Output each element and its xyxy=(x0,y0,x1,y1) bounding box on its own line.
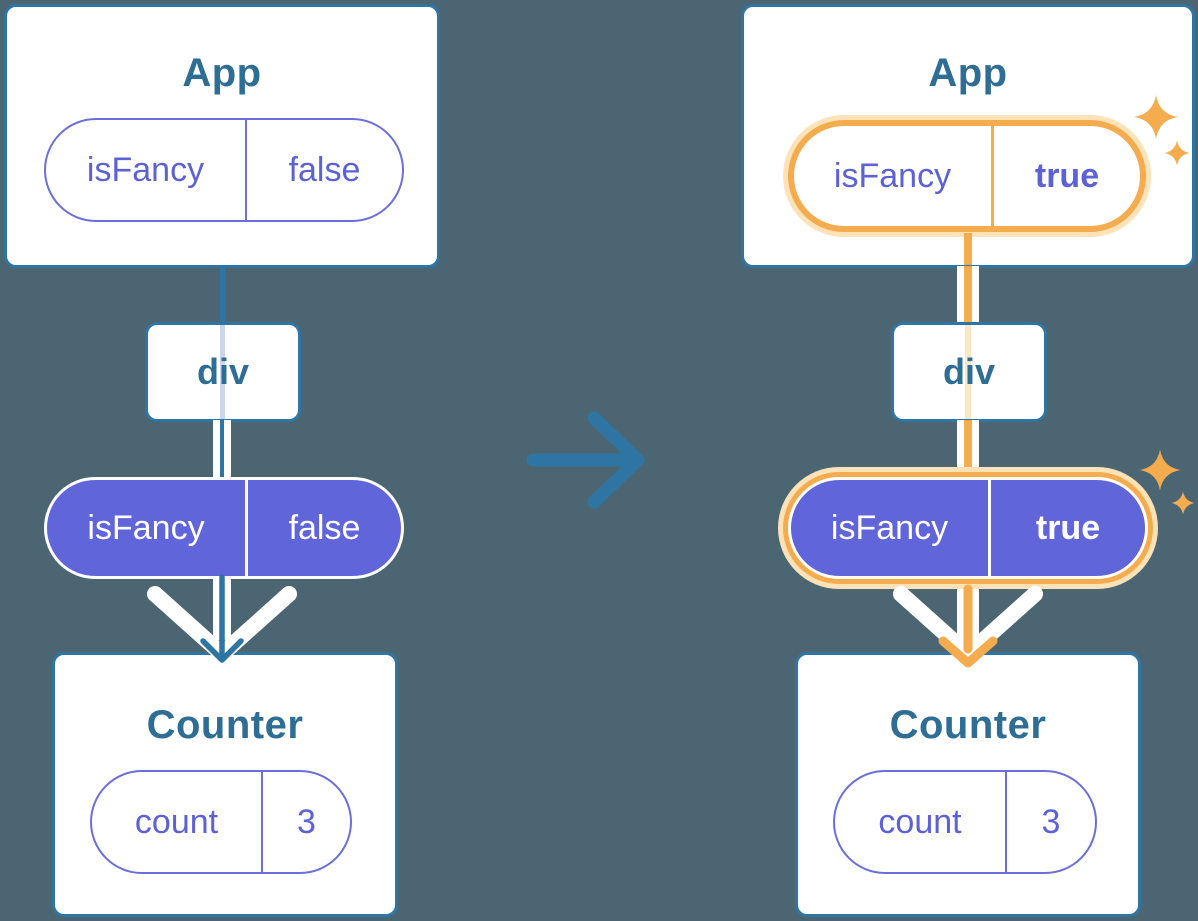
sparkles-icon xyxy=(1134,95,1190,166)
highlight-flow-line xyxy=(964,233,972,265)
arrow-right-icon xyxy=(526,411,645,509)
edge-div-to-counter xyxy=(219,420,225,479)
prop-passthrough-line xyxy=(965,325,971,419)
div-card-before: div xyxy=(145,322,301,422)
counter-state-pill: count 3 xyxy=(833,770,1097,874)
state-pill: isFancy false xyxy=(44,118,404,222)
prop-name: isFancy xyxy=(47,480,248,576)
highlight-flow-line xyxy=(964,266,972,324)
state-name: isFancy xyxy=(46,120,247,220)
props-pipe-line xyxy=(224,577,232,640)
state-name: isFancy xyxy=(794,126,994,226)
counter-card-before: Counter count 3 xyxy=(52,652,398,917)
state-pill-highlighted: isFancy true xyxy=(788,120,1146,232)
app-card-after: App isFancy true xyxy=(741,4,1195,268)
div-label: div xyxy=(196,351,249,392)
counter-title: Counter xyxy=(146,703,304,747)
highlight-flow-line xyxy=(964,420,972,479)
prop-value: true xyxy=(1035,508,1101,547)
arrow-down-icon xyxy=(200,574,244,663)
props-pipe-line xyxy=(972,589,979,640)
white-chevron xyxy=(893,586,1043,662)
prop-passthrough-line xyxy=(219,325,225,419)
props-pipe-line xyxy=(972,420,979,479)
app-title: App xyxy=(928,51,1008,95)
prop-value: false xyxy=(288,508,361,547)
counter-state-name: count xyxy=(835,772,1007,872)
props-pipe-line xyxy=(224,420,232,479)
sparkles-icon xyxy=(1139,449,1195,515)
props-pipe-line xyxy=(957,420,964,479)
div-card-after: div xyxy=(891,322,1047,422)
arrow-down-icon xyxy=(938,584,998,668)
counter-state-name: count xyxy=(92,772,263,872)
passed-prop-pill: isFancy false xyxy=(44,477,404,579)
props-pipe-line xyxy=(212,577,220,640)
app-card-before: App isFancy false xyxy=(4,4,440,268)
counter-state-value: 3 xyxy=(1041,802,1061,841)
props-pipe-line xyxy=(972,266,979,324)
passed-prop-pill-highlighted: isFancy true xyxy=(788,477,1148,579)
edge-app-to-div xyxy=(219,266,225,324)
props-pipe-line xyxy=(212,420,220,479)
state-value: true xyxy=(1034,156,1100,195)
div-label: div xyxy=(942,351,995,392)
state-value: false xyxy=(288,150,361,189)
counter-card-after: Counter count 3 xyxy=(795,652,1141,917)
counter-title: Counter xyxy=(889,703,1047,747)
props-pipe-line xyxy=(957,589,964,640)
counter-state-pill: count 3 xyxy=(90,770,352,874)
app-title: App xyxy=(182,51,262,95)
props-pipe-line xyxy=(957,266,964,324)
prop-name: isFancy xyxy=(791,480,991,576)
counter-state-value: 3 xyxy=(297,802,316,841)
